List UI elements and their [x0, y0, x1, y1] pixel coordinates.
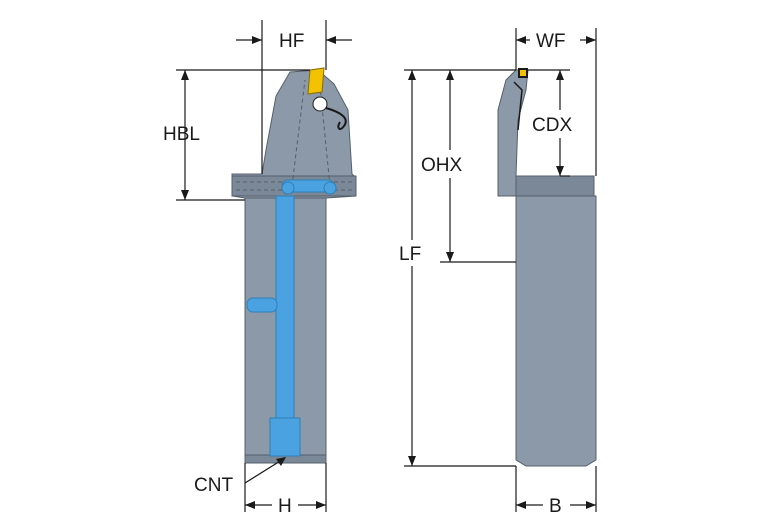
dim-hf: HF: [236, 20, 352, 174]
label-cnt: CNT: [194, 475, 233, 496]
dim-cdx: CDX: [528, 69, 572, 177]
dim-cnt: CNT: [194, 457, 286, 496]
front-coolant-outlet: [269, 417, 301, 457]
front-coolant-port: [246, 297, 278, 313]
dim-h: H: [244, 463, 327, 517]
label-hbl: HBL: [163, 124, 200, 145]
front-coolant-channel: [275, 195, 295, 421]
label-lf: LF: [399, 244, 421, 265]
front-screw: [312, 96, 328, 112]
label-h: H: [278, 496, 292, 517]
dim-ohx: OHX: [421, 69, 516, 263]
dim-lf: LF: [399, 69, 516, 467]
label-ohx: OHX: [421, 155, 463, 176]
side-shank: [515, 195, 597, 467]
dim-b: B: [515, 466, 597, 517]
front-insert: [307, 67, 325, 95]
dim-wf: WF: [515, 28, 597, 176]
side-view: [497, 68, 597, 467]
front-view: [231, 67, 357, 464]
label-cdx: CDX: [532, 115, 572, 136]
label-b: B: [549, 496, 562, 517]
front-wire: [325, 107, 347, 130]
label-wf: WF: [536, 31, 566, 52]
label-hf: HF: [279, 31, 304, 52]
dim-hbl: HBL: [163, 69, 310, 201]
